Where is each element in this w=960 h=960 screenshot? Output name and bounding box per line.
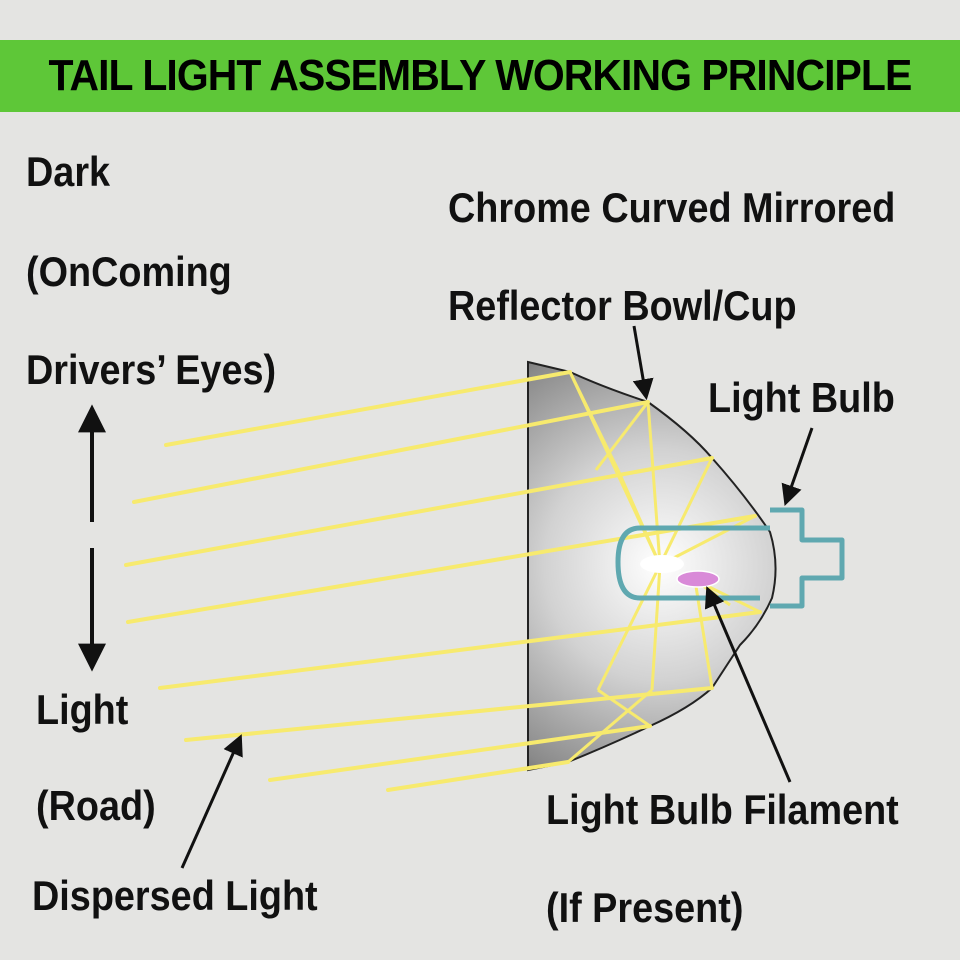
light-bulb <box>615 507 845 609</box>
label-light-bulb: Light Bulb <box>708 374 895 421</box>
bulb-pointer <box>781 427 814 506</box>
label-dark: Dark <box>26 148 111 195</box>
label-reflector-line1: Chrome Curved Mirrored <box>448 184 896 231</box>
label-filament-line2: (If Present) <box>546 884 744 931</box>
filament-pointer <box>704 586 792 783</box>
ray-2 <box>132 400 650 504</box>
label-filament-line1: Light Bulb Filament <box>546 786 899 833</box>
bulb-glow <box>640 555 684 573</box>
ray-8 <box>386 760 570 792</box>
dispersed-pointer <box>180 734 243 869</box>
title-banner: TAIL LIGHT ASSEMBLY WORKING PRINCIPLE <box>0 40 960 112</box>
ray-4 <box>126 514 757 624</box>
reflected-rays <box>124 370 762 792</box>
label-dispersed-light: Dispersed Light <box>32 872 318 919</box>
label-road: (Road) <box>36 782 156 829</box>
ray-3 <box>124 456 714 567</box>
filament <box>676 570 720 588</box>
ray-7 <box>268 724 652 782</box>
label-reflector-line2: Reflector Bowl/Cup <box>448 282 797 329</box>
label-drivers-eyes: Drivers’ Eyes) <box>26 346 277 393</box>
label-oncoming: (OnComing <box>26 248 232 295</box>
ray-1 <box>164 370 572 447</box>
reflector-pointer <box>632 325 654 401</box>
ray-5 <box>158 610 762 690</box>
page-title: TAIL LIGHT ASSEMBLY WORKING PRINCIPLE <box>48 51 913 100</box>
ray-6 <box>184 686 714 742</box>
label-light: Light <box>36 686 129 733</box>
